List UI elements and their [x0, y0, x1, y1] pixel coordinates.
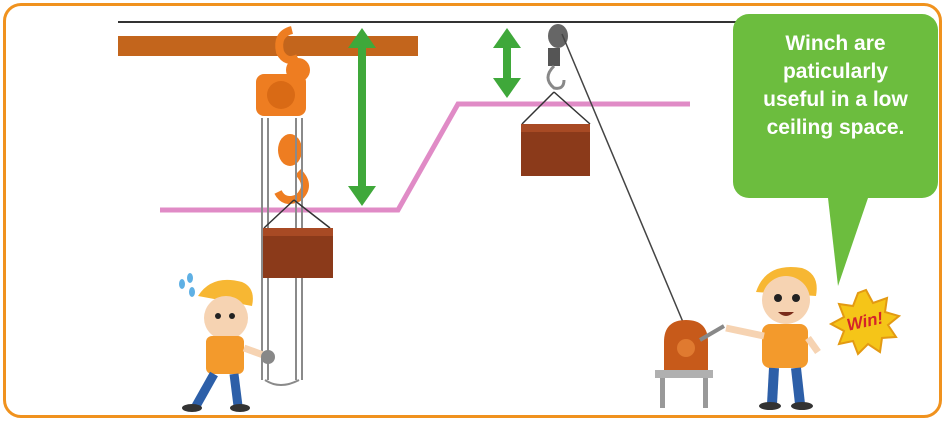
height-arrow-right	[493, 28, 521, 98]
speech-line-4: ceiling space.	[766, 116, 905, 139]
load-box-right	[521, 124, 590, 176]
worker-icon-right	[725, 267, 821, 410]
speech-line-1: Winch are	[785, 32, 886, 55]
winch-icon	[655, 320, 726, 408]
speech-bubble	[733, 14, 938, 198]
speech-line-2: paticularly	[782, 60, 889, 83]
worker-icon-left	[179, 273, 275, 412]
speech-bubble-text: Winch are paticularly useful in a low ce…	[733, 30, 938, 142]
hook-icon	[546, 64, 566, 90]
pulley-icon	[548, 24, 568, 66]
overhead-beam	[118, 36, 418, 56]
win-starburst-icon	[828, 288, 902, 356]
load-box-left	[263, 228, 333, 278]
winch-cable	[561, 33, 689, 335]
sweat-drops-icon	[179, 273, 195, 297]
lift-height-line	[160, 101, 690, 213]
speech-bubble-tail	[828, 198, 868, 286]
height-arrow-left	[348, 28, 376, 206]
speech-line-3: useful in a low	[763, 88, 908, 111]
